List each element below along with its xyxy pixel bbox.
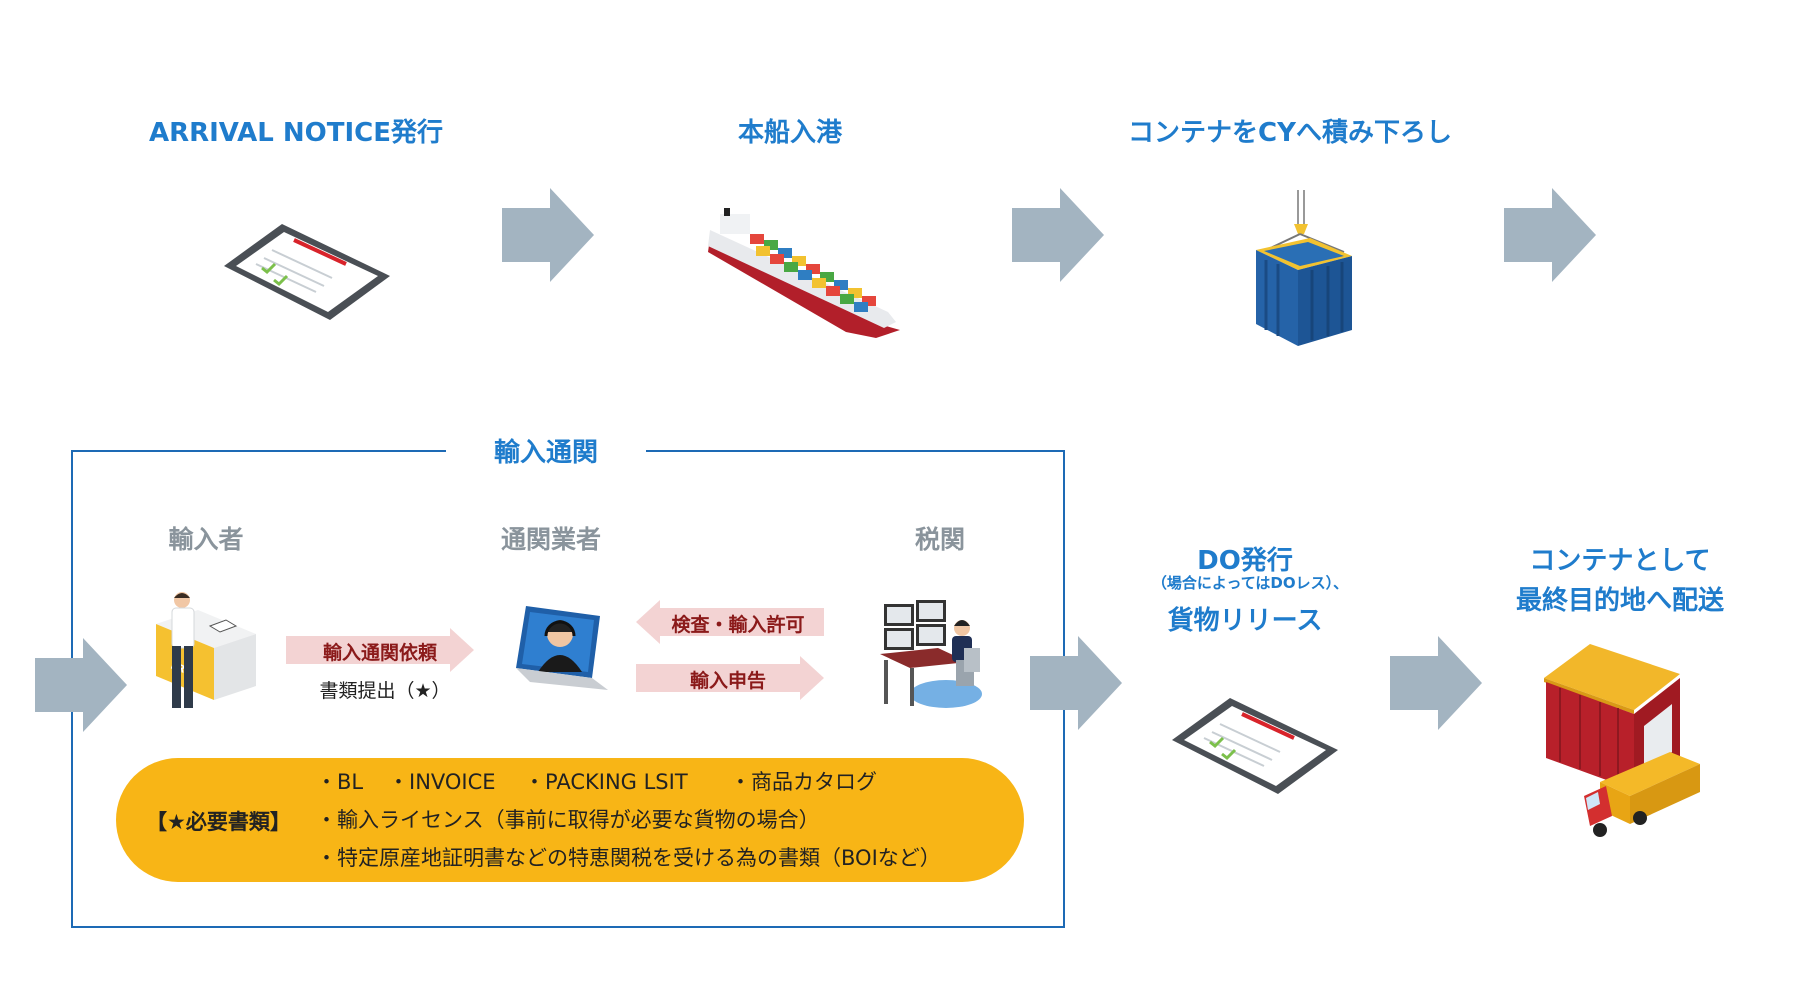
required-documents-heading: 【★必要書類】 (146, 810, 291, 834)
final-delivery-title-line2: 最終目的地へ配送 (1515, 586, 1724, 616)
arrow-right-icon (1504, 188, 1596, 282)
container-ship-icon (708, 208, 900, 338)
frame-title-gap (446, 440, 646, 462)
do-issue-title: DO発行 (1197, 546, 1293, 576)
customs-clearance-title: 輸入通関 (493, 438, 598, 468)
doc-item-origin-certificate: ・特定原産地証明書などの特恵関税を受ける為の書類（BOIなど） (316, 846, 941, 870)
required-documents-box (116, 758, 1024, 882)
step-title-arrival-notice: ARRIVAL NOTICE発行 (148, 118, 444, 148)
arrow-right-icon (1030, 636, 1122, 730)
arrow-right-icon (1390, 636, 1482, 730)
doc-item-packing-list: ・PACKING LSIT (524, 770, 688, 794)
final-delivery-title-line1: コンテナとして (1529, 546, 1711, 576)
cargo-release-title: 貨物リリース (1167, 606, 1323, 636)
doc-item-catalog: ・商品カタログ (730, 770, 877, 794)
tablet-checklist-icon (224, 224, 390, 320)
role-customs-office: 税関 (914, 525, 965, 554)
do-less-note: （場合によってはDOレス）、 (1151, 574, 1349, 592)
warehouse-truck-icon (1544, 644, 1700, 837)
request-label: 輸入通関依頼 (322, 642, 437, 664)
arrow-right-icon (1012, 188, 1104, 282)
doc-item-invoice: ・INVOICE (388, 770, 496, 794)
step-title-vessel-arrival: 本船入港 (737, 118, 842, 148)
customs-officer-monitors-icon (880, 600, 982, 708)
permit-arrow (636, 600, 824, 644)
arrow-right-icon (35, 638, 127, 732)
tablet-checklist-icon (1172, 698, 1338, 794)
permit-label: 検査・輸入許可 (671, 614, 805, 636)
step-title-cy-unloading: コンテナをCYへ積み下ろし (1128, 118, 1452, 148)
submit-documents-label: 書類提出（★） (319, 680, 451, 702)
request-arrow (286, 628, 474, 672)
importer-desk-icon: ERY (156, 592, 256, 708)
doc-item-import-license: ・輸入ライセンス（事前に取得が必要な貨物の場合） (316, 808, 820, 832)
customs-broker-laptop-icon (516, 606, 608, 690)
role-customs-broker: 通関業者 (500, 525, 601, 554)
role-importer: 輸入者 (168, 525, 244, 554)
arrow-right-icon (502, 188, 594, 282)
declare-label: 輸入申告 (689, 670, 766, 692)
crane-container-icon (1256, 190, 1352, 346)
declare-arrow (636, 656, 824, 700)
doc-item-bl: ・BL (316, 770, 364, 794)
